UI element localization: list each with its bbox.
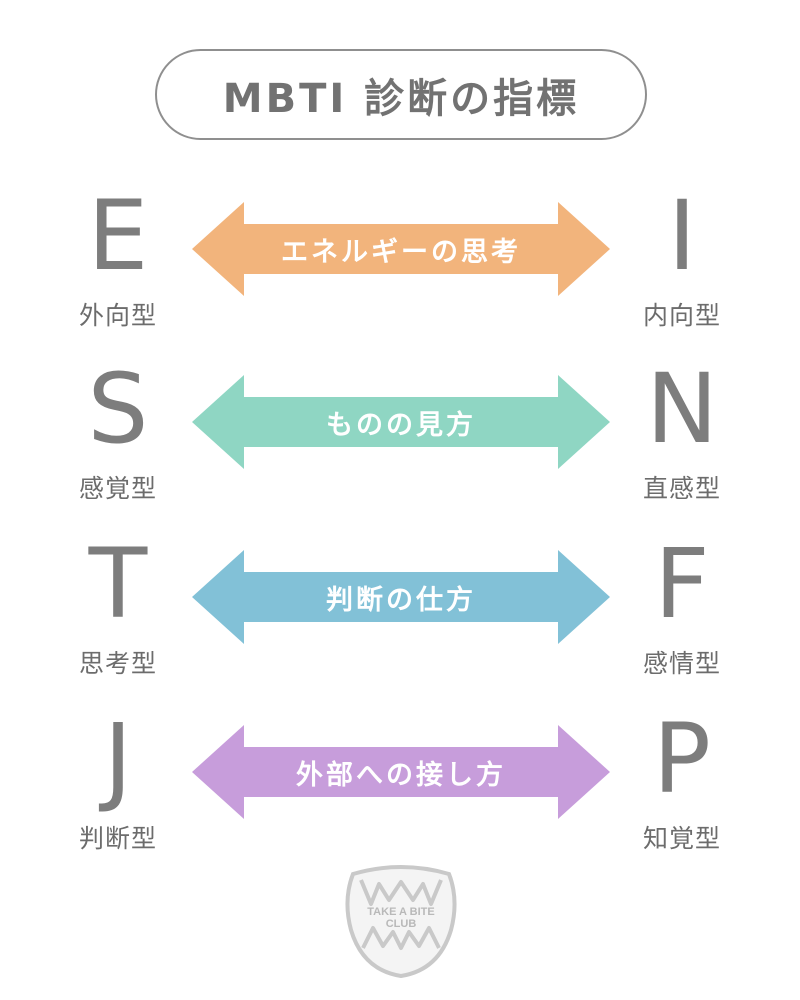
arrow-label: エネルギーの思考 — [281, 236, 521, 268]
double-arrow-icon — [192, 725, 610, 819]
left-letter: T — [88, 528, 148, 640]
left-type-label: 思考型 — [78, 649, 157, 678]
right-type-label: 感情型 — [642, 649, 721, 678]
double-arrow-icon — [192, 375, 610, 469]
arrow-label: ものの見方 — [326, 409, 476, 441]
left-type-label: 外向型 — [78, 301, 157, 330]
logo-line-1: TAKE A BITE — [367, 906, 434, 918]
logo-line-2: CLUB — [386, 918, 417, 930]
left-letter: J — [103, 703, 133, 815]
right-letter: N — [646, 353, 718, 465]
left-type-label: 感覚型 — [78, 474, 157, 503]
double-arrow: 外部への接し方 — [192, 725, 610, 819]
right-type-label: 知覚型 — [642, 824, 721, 853]
double-arrow: エネルギーの思考 — [192, 202, 610, 296]
indicator-row-judgment: T 思考型 判断の仕方 F 感情型 — [0, 536, 800, 686]
arrow-label: 外部への接し方 — [296, 759, 506, 791]
left-type-label: 判断型 — [78, 824, 157, 853]
right-letter: F — [654, 528, 710, 640]
take-a-bite-club-logo: TAKE A BITE CLUB — [339, 860, 463, 980]
arrow-label: 判断の仕方 — [326, 584, 476, 616]
double-arrow: 判断の仕方 — [192, 550, 610, 644]
left-letter: E — [87, 180, 149, 292]
double-arrow-icon — [192, 550, 610, 644]
indicator-row-lifestyle: J 判断型 外部への接し方 P 知覚型 — [0, 711, 800, 861]
indicator-row-perception: S 感覚型 ものの見方 N 直感型 — [0, 361, 800, 511]
left-letter: S — [87, 353, 149, 465]
right-letter: P — [653, 703, 711, 815]
double-arrow-icon — [192, 202, 610, 296]
right-type-label: 直感型 — [642, 474, 721, 503]
double-arrow: ものの見方 — [192, 375, 610, 469]
page-title: MBTI 診断の指標 — [155, 49, 647, 140]
right-type-label: 内向型 — [642, 301, 721, 330]
right-letter: I — [667, 180, 697, 292]
indicator-row-energy: E 外向型 エネルギーの思考 I 内向型 — [0, 188, 800, 338]
